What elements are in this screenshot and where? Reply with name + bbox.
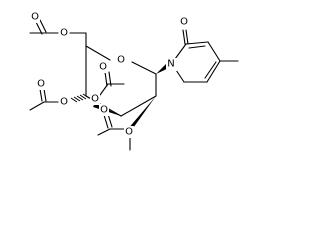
- carbonyl-oxygen-label: O: [180, 17, 188, 28]
- c4-acetoxy: [29, 88, 90, 111]
- atom-labels: O N O O O O O O O O O: [30, 11, 189, 138]
- c2-ester-oxygen-label: O: [125, 127, 133, 138]
- c2-carbonyl-oxygen-label: O: [100, 105, 108, 116]
- c3-ester-oxygen-label: O: [91, 94, 99, 105]
- c6-acetoxymethyl: [29, 19, 87, 47]
- c2-acetoxy: [97, 96, 156, 151]
- chemical-structure: O N O O O O O O O O O: [29, 11, 239, 151]
- c6-ester-oxygen-label: O: [60, 28, 68, 39]
- c4-ester-oxygen-label: O: [60, 97, 68, 108]
- c6-carbonyl-oxygen-label: O: [31, 12, 39, 23]
- pyridone-ring: [174, 29, 239, 83]
- c3-carbonyl-oxygen-label: O: [99, 62, 107, 73]
- pyridone-nitrogen-label: N: [167, 59, 174, 70]
- ring-oxygen-label: O: [117, 55, 125, 66]
- c4-carbonyl-oxygen-label: O: [37, 79, 45, 90]
